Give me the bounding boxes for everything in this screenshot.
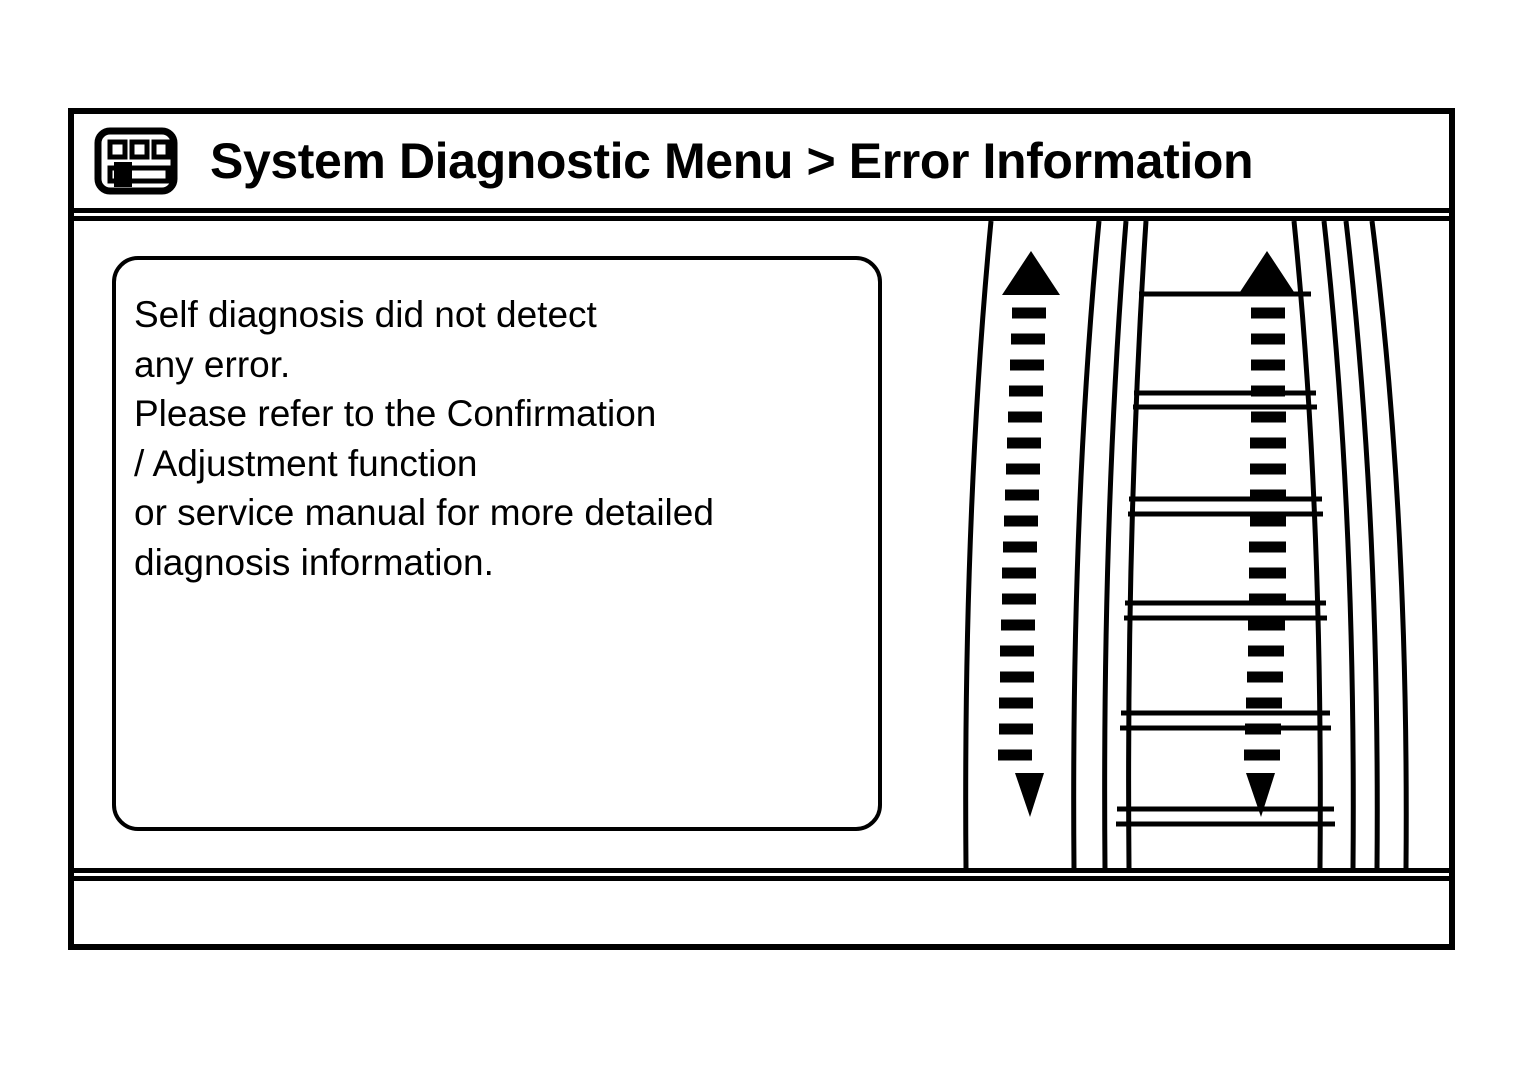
content-area: Self diagnosis did not detect any error.… bbox=[74, 221, 1449, 868]
message-line: diagnosis information. bbox=[134, 541, 494, 583]
message-line: / Adjustment function bbox=[134, 442, 478, 484]
rail-outer-right bbox=[1369, 221, 1409, 868]
device-screen-frame: System Diagnostic Menu > Error Informati… bbox=[68, 108, 1455, 950]
up-down-dashed-arrow-icon-left bbox=[998, 251, 1060, 817]
page-title: System Diagnostic Menu > Error Informati… bbox=[210, 133, 1254, 189]
message-panel: Self diagnosis did not detect any error.… bbox=[112, 256, 882, 831]
message-line: Self diagnosis did not detect bbox=[134, 294, 597, 335]
rail-right-inner bbox=[1291, 221, 1323, 868]
ladder-road-scroll-graphic bbox=[894, 221, 1449, 868]
menu-grid-slider-icon[interactable] bbox=[94, 127, 178, 195]
rail-left-b bbox=[1071, 221, 1102, 868]
rail-left-inner bbox=[1126, 221, 1149, 868]
rail-right-c bbox=[1343, 221, 1380, 868]
rail-left-c bbox=[1102, 221, 1129, 868]
rail-right-b bbox=[1321, 221, 1356, 868]
title-bar: System Diagnostic Menu > Error Informati… bbox=[74, 114, 1449, 208]
message-line: Please refer to the Confirmation bbox=[134, 393, 657, 434]
status-bar bbox=[74, 881, 1449, 944]
header-separator bbox=[74, 208, 1449, 221]
message-line: any error. bbox=[134, 343, 291, 385]
up-down-dashed-arrow-icon-right bbox=[1238, 251, 1296, 817]
message-line: or service manual for more detailed bbox=[134, 492, 714, 533]
footer-separator bbox=[74, 868, 1449, 881]
rung-group bbox=[1116, 291, 1335, 827]
rail-outer-left bbox=[963, 221, 994, 868]
